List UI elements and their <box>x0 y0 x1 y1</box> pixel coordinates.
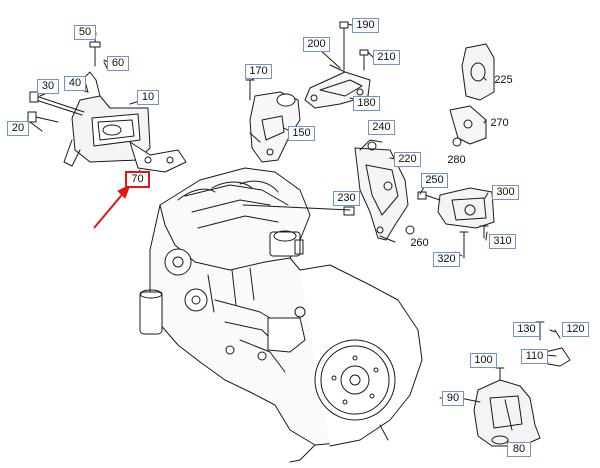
red-pointer-arrow <box>93 183 131 229</box>
part-callout-80[interactable]: 80 <box>507 442 531 457</box>
part-callout-130[interactable]: 130 <box>513 322 540 337</box>
part-callout-170[interactable]: 170 <box>245 64 272 79</box>
part-callout-20[interactable]: 20 <box>7 121 29 136</box>
part-callout-200[interactable]: 200 <box>303 37 330 52</box>
part-callout-280[interactable]: 280 <box>447 154 466 166</box>
part-callout-320[interactable]: 320 <box>433 252 460 267</box>
upper-center-bracket <box>245 79 301 163</box>
part-callout-120[interactable]: 120 <box>562 322 589 337</box>
part-callout-60[interactable]: 60 <box>107 56 129 71</box>
part-callout-220[interactable]: 220 <box>394 152 421 167</box>
part-callout-310[interactable]: 310 <box>489 234 516 249</box>
part-callout-190[interactable]: 190 <box>352 18 379 33</box>
part-callout-270[interactable]: 270 <box>490 117 509 129</box>
part-callout-240[interactable]: 240 <box>368 120 395 135</box>
part-callout-225[interactable]: 225 <box>494 74 513 86</box>
part-callout-90[interactable]: 90 <box>442 391 464 406</box>
engine-block <box>139 167 423 463</box>
part-callout-260[interactable]: 260 <box>410 237 429 249</box>
rear-right-engine-mount <box>417 187 495 259</box>
part-callout-70[interactable]: 70 <box>125 171 150 188</box>
part-callout-300[interactable]: 300 <box>492 185 519 200</box>
part-callout-50[interactable]: 50 <box>74 25 96 40</box>
part-callout-180[interactable]: 180 <box>353 96 380 111</box>
part-callout-110[interactable]: 110 <box>521 349 548 364</box>
part-callout-250[interactable]: 250 <box>421 173 448 188</box>
far-right-upper-mount <box>449 43 495 147</box>
front-left-engine-mount <box>27 41 187 173</box>
part-callout-150[interactable]: 150 <box>288 126 315 141</box>
part-callout-40[interactable]: 40 <box>64 76 86 91</box>
part-callout-30[interactable]: 30 <box>37 79 59 94</box>
part-callout-10[interactable]: 10 <box>137 90 159 105</box>
part-callout-100[interactable]: 100 <box>470 353 497 368</box>
lower-right-engine-mount <box>453 321 571 447</box>
part-callout-230[interactable]: 230 <box>333 191 360 206</box>
part-callout-210[interactable]: 210 <box>373 50 400 65</box>
